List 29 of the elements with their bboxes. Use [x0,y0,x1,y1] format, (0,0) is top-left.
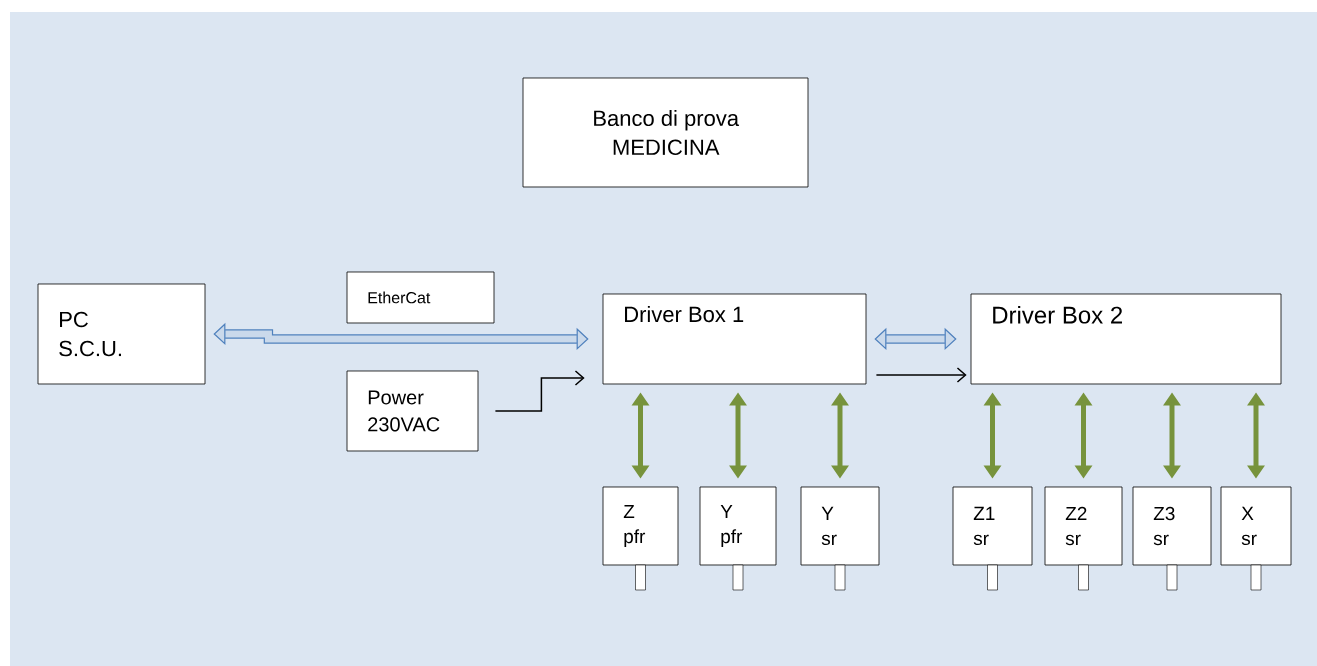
box-text: PC S.C.U. [59,311,121,357]
box-text: Z3 sr [1153,506,1175,546]
box-text: EtherCat [368,291,431,304]
box-text: Z pfr [623,505,646,547]
arrow [494,370,585,412]
motor-box [800,486,880,566]
title-box [522,77,809,188]
box-text: Banco di prova MEDICINA [594,109,740,156]
power-box [346,370,479,452]
motor-box [952,486,1033,566]
motor-box [1132,486,1212,566]
arrow [875,367,967,383]
motor-box [1220,486,1292,566]
arrow [874,327,957,351]
motor-box [1044,486,1123,566]
box-text: Y pfr [720,505,743,547]
motor-box [699,486,777,566]
box-text: Y sr [821,506,837,546]
box-text: Power 230VAC [368,390,440,432]
box-text: X sr [1241,506,1257,546]
box-text: Driver Box 2 [993,306,1122,324]
box-text: Z1 sr [973,506,995,546]
box-text: Driver Box 1 [625,306,744,323]
driver-box [602,293,867,385]
label-box [346,271,495,324]
computer-box [37,283,206,385]
driver-box [970,293,1282,385]
motor-box [602,486,679,566]
box-text: Z2 sr [1065,506,1087,546]
